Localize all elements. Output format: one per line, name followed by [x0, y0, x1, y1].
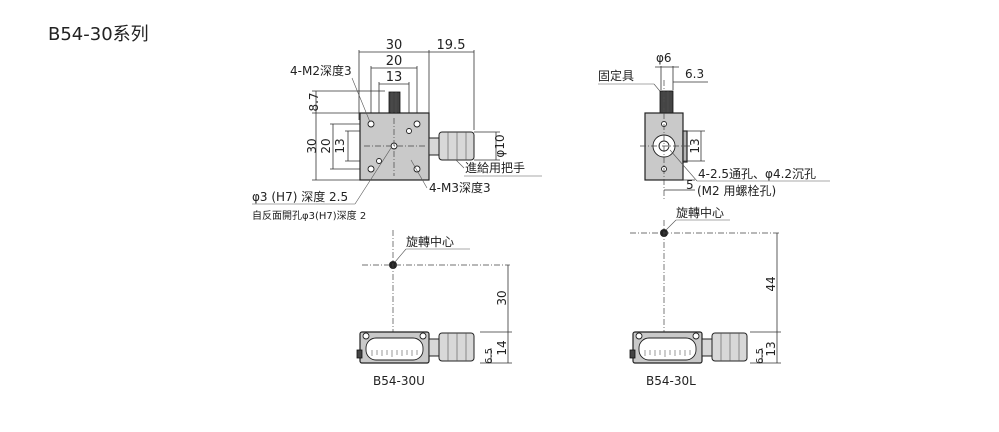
- dim-13-l: 13: [764, 341, 778, 356]
- dim-6-5-left: 6.5: [484, 348, 495, 364]
- dim-6-3: 6.3: [685, 67, 704, 81]
- dim-13-v: 13: [333, 138, 347, 153]
- dim-20: 20: [386, 54, 403, 69]
- page-title: B54-30系列: [48, 24, 149, 45]
- dim-44: 44: [764, 276, 778, 291]
- label-fixture: 固定具: [598, 68, 634, 83]
- top-view: 30 19.5 20 13 8.7 30 20 13: [252, 38, 542, 222]
- label-rotation-center-left: 旋轉中心: [406, 234, 454, 249]
- model-b54-30u: B54-30U: [373, 374, 425, 388]
- dim-30: 30: [386, 38, 403, 53]
- label-phi3-depth: φ3 (H7) 深度 2.5: [252, 189, 348, 204]
- label-holes-note: (M2 用螺栓孔): [697, 183, 776, 198]
- side-view: φ6 固定具 6.3 13 5 4-2.5通孔、φ4.2沉孔 (M2: [598, 51, 830, 221]
- label-holes: 4-2.5通孔、φ4.2沉孔: [698, 167, 816, 181]
- front-view-l: 44 13 6.5 B54-30L: [629, 219, 781, 388]
- dim-8-7: 8.7: [307, 92, 321, 111]
- dim-30-v: 30: [305, 138, 319, 153]
- label-phi3-back: 自反面開孔φ3(H7)深度 2: [252, 209, 366, 222]
- label-feed-handle: 進給用把手: [465, 161, 525, 175]
- dim-5: 5: [686, 178, 694, 192]
- dim-6-5-right: 6.5: [755, 348, 766, 364]
- dim-phi10: φ10: [493, 134, 507, 157]
- dim-20-v: 20: [319, 138, 333, 153]
- label-rotation-center-right: 旋轉中心: [676, 205, 724, 220]
- front-view-u: 旋轉中心 30 14 6.5 B54-30U: [356, 230, 512, 388]
- model-b54-30l: B54-30L: [646, 374, 696, 388]
- dim-phi6: φ6: [656, 51, 672, 65]
- dim-30-height: 30: [495, 290, 509, 305]
- label-m2-depth: 4-M2深度3: [290, 63, 352, 78]
- dim-13: 13: [386, 70, 403, 85]
- label-m3-depth: 4-M3深度3: [429, 180, 491, 195]
- clamp: [388, 91, 401, 114]
- dim-14: 14: [495, 340, 509, 355]
- dim-13-side: 13: [688, 138, 702, 153]
- dim-19-5: 19.5: [437, 38, 466, 53]
